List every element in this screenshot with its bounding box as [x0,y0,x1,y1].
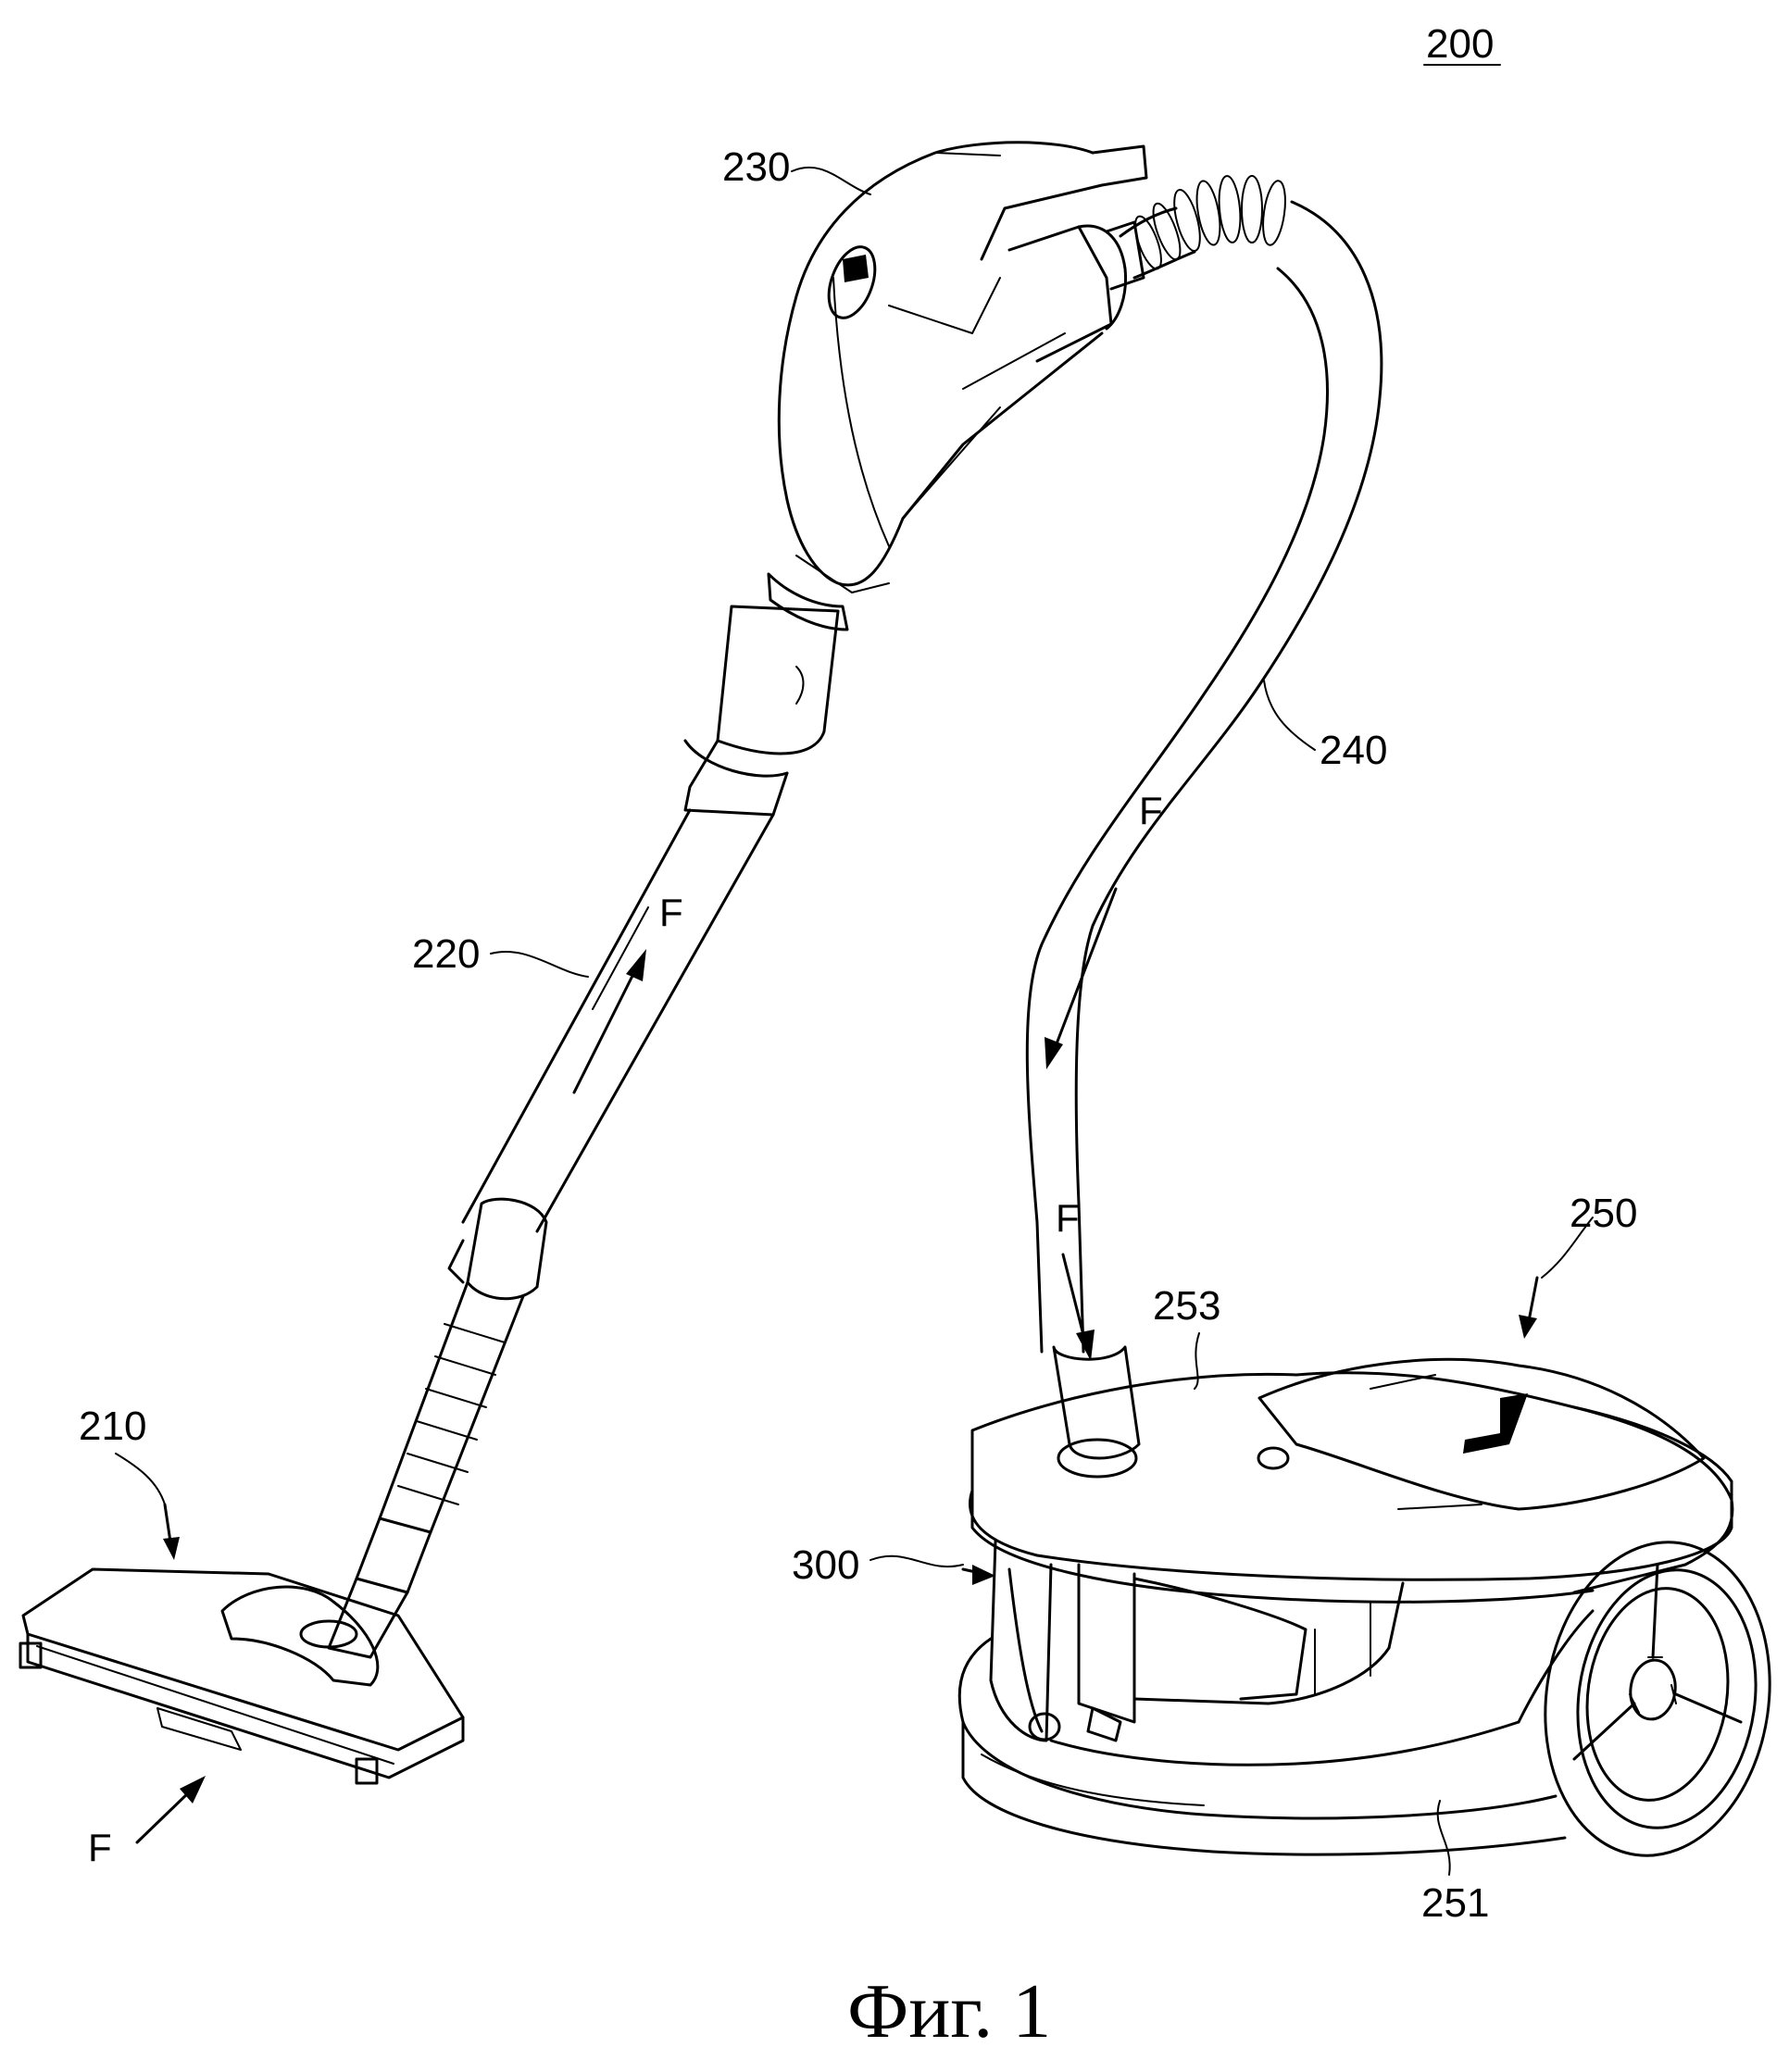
reference-labels: 200 230 240 220 210 253 250 300 251 [79,21,1637,1926]
handle [767,141,1148,631]
flow-labels: F F F F [88,789,1163,1869]
label-253: 253 [1153,1283,1220,1329]
label-300: 300 [792,1542,859,1588]
hose [1025,175,1383,1479]
label-210: 210 [79,1404,146,1449]
label-220: 220 [412,931,480,977]
label-251: 251 [1421,1880,1489,1926]
flow-label-hose-lower: F [1056,1196,1080,1240]
pipe [299,605,840,1659]
figure-caption: Фиг. 1 [847,1968,1051,2054]
cleaner-body [957,1357,1771,1857]
label-200: 200 [1426,21,1494,67]
flow-label-pipe: F [659,891,683,934]
flow-arrows [135,887,1539,1844]
flow-label-hose-upper: F [1139,789,1163,832]
flow-label-nozzle: F [88,1826,112,1869]
floor-nozzle [19,1567,465,1785]
label-250: 250 [1570,1191,1637,1236]
label-230: 230 [722,144,790,190]
leader-lines [115,166,1594,1876]
label-240: 240 [1320,728,1387,773]
